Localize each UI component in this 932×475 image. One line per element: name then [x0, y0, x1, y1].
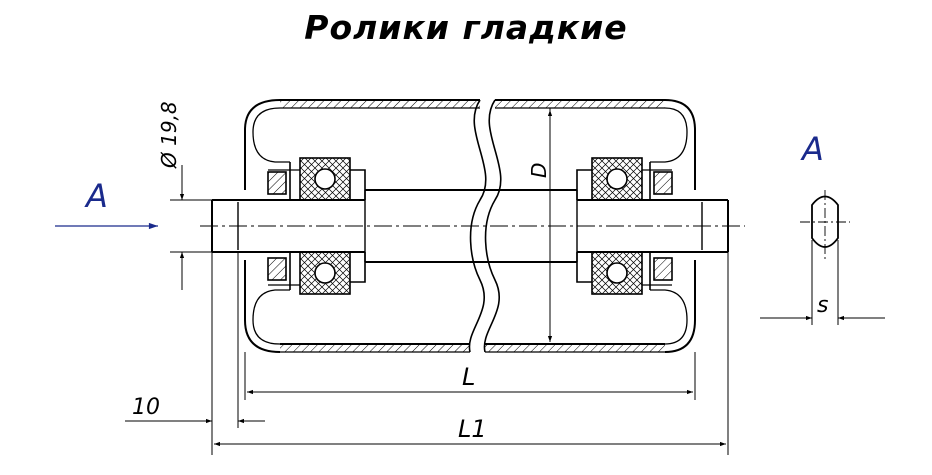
diameter-label: Ø 19,8 — [157, 101, 181, 169]
L1-label: L1 — [458, 415, 487, 443]
shaft-end-view — [760, 190, 885, 325]
left-bearing-housing — [267, 157, 366, 295]
shaft-diameter-dimension — [170, 165, 212, 290]
length-L1-dimension — [211, 252, 729, 455]
D-label: D — [527, 163, 551, 178]
s-label: s — [817, 293, 828, 318]
break-lines — [468, 99, 502, 353]
ten-label: 10 — [132, 395, 160, 420]
tube-wall-hatching — [280, 100, 665, 352]
view-label-left: A — [84, 177, 108, 215]
L-label: L — [462, 363, 475, 391]
length-L-dimension — [244, 352, 696, 400]
view-label-right: A — [800, 130, 824, 168]
drawing-title: Ролики гладкие — [304, 8, 628, 47]
